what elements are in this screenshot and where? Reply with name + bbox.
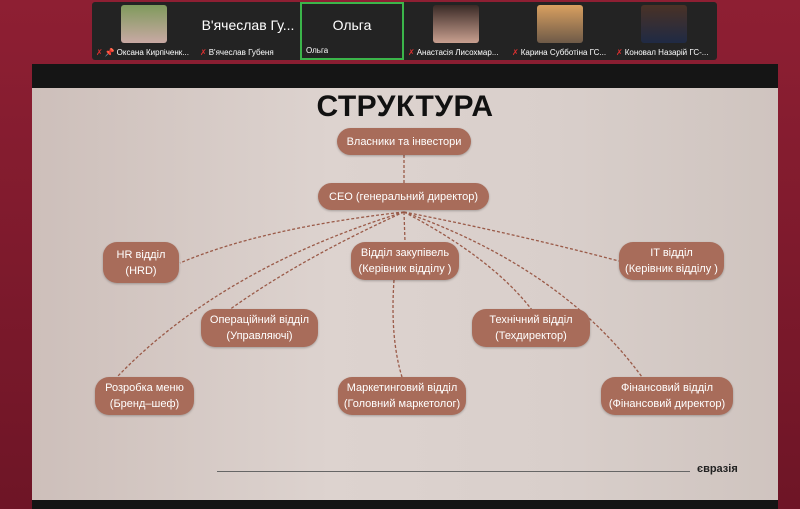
participant-tile[interactable]: ✗Анастасія Лисохмар... xyxy=(404,2,508,60)
node-label: CEO (генеральний директор) xyxy=(329,190,478,203)
pin-icon: 📌 xyxy=(104,48,115,57)
connector xyxy=(179,211,405,264)
participant-display-name: Ольга xyxy=(332,17,372,33)
node-label: Фінансовий відділ xyxy=(621,382,713,394)
node-purchasing: Відділ закупівель (Керівник відділу ) xyxy=(351,242,459,280)
node-label: Операційний відділ xyxy=(209,314,310,326)
mic-muted-icon: ✗ xyxy=(96,48,103,57)
node-hr: HR відділ (HRD) xyxy=(103,242,179,283)
connector xyxy=(392,279,403,378)
avatar xyxy=(433,5,479,43)
node-sublabel: (Фінансовий директор) xyxy=(608,398,726,410)
node-label: Відділ закупівель xyxy=(360,247,450,259)
node-owners: Власники та інвестори xyxy=(337,128,471,155)
avatar xyxy=(641,5,687,43)
participant-display-name: В'ячеслав Гу... xyxy=(201,17,295,33)
mic-muted-icon: ✗ xyxy=(616,48,623,57)
participant-name: Оксана Кирпіченк... xyxy=(116,48,189,57)
node-marketing: Маркетинговий відділ (Головний маркетолог… xyxy=(338,377,466,415)
node-label: Розробка меню xyxy=(105,382,184,394)
connector xyxy=(403,211,643,378)
participant-name: В'ячеслав Губеня xyxy=(208,48,274,57)
slide-bottom-band xyxy=(32,500,778,509)
slide-title: СТРУКТУРА xyxy=(316,90,494,123)
avatar xyxy=(537,5,583,43)
node-technical: Технічний відділ (Техдиректор) xyxy=(472,309,590,347)
node-it: IT відділ (Керівник відділу ) xyxy=(619,242,724,280)
footer-divider xyxy=(217,471,690,472)
connector xyxy=(228,211,405,311)
participant-name: Карина Субботіна ГС... xyxy=(520,48,607,57)
participant-name: Анастасія Лисохмар... xyxy=(416,48,499,57)
node-sublabel: (Техдиректор) xyxy=(495,330,567,342)
mic-muted-icon: ✗ xyxy=(408,48,415,57)
node-sublabel: (Керівник відділу ) xyxy=(358,263,452,275)
connector xyxy=(116,211,405,378)
node-label: HR відділ xyxy=(116,248,166,261)
node-finance: Фінансовий відділ (Фінансовий директор) xyxy=(601,377,733,415)
mic-muted-icon: ✗ xyxy=(512,48,519,57)
participants-strip: ✗📌Оксана Кирпіченк... В'ячеслав Гу... ✗В… xyxy=(92,2,717,60)
participant-tile[interactable]: ✗Карина Субботіна ГС... xyxy=(508,2,612,60)
node-operations: Операційний відділ (Управляючі) xyxy=(201,309,318,347)
participant-tile-active[interactable]: Ольга Ольга xyxy=(300,2,404,60)
node-label: Маркетинговий відділ xyxy=(346,382,458,394)
mic-muted-icon: ✗ xyxy=(200,48,207,57)
node-ceo: CEO (генеральний директор) xyxy=(318,183,489,210)
node-sublabel: (Головний маркетолог) xyxy=(343,398,461,410)
node-sublabel: (Керівник відділу ) xyxy=(625,263,718,275)
org-chart-connectors xyxy=(116,155,643,378)
avatar xyxy=(121,5,167,43)
shared-slide: СТРУКТУРА Власники та інвестори CEO (ген… xyxy=(32,88,778,500)
brand-label: євразія xyxy=(697,463,738,475)
node-sublabel: (HRD) xyxy=(125,264,157,277)
node-label: Технічний відділ xyxy=(489,314,573,326)
connector xyxy=(403,211,533,311)
connector xyxy=(403,211,406,243)
participant-tile[interactable]: ✗Коновал Назарій ГС-... xyxy=(612,2,716,60)
participant-name: Коновал Назарій ГС-... xyxy=(624,48,709,57)
participant-tile[interactable]: ✗📌Оксана Кирпіченк... xyxy=(92,2,196,60)
slide-top-band xyxy=(32,64,778,88)
node-sublabel: (Бренд–шеф) xyxy=(109,398,180,410)
participant-tile[interactable]: В'ячеслав Гу... ✗В'ячеслав Губеня xyxy=(196,2,300,60)
node-label: IT відділ xyxy=(650,247,693,259)
node-sublabel: (Управляючі) xyxy=(226,330,293,342)
node-menu: Розробка меню (Бренд–шеф) xyxy=(95,377,194,415)
participant-name: Ольга xyxy=(306,46,329,55)
node-label: Власники та інвестори xyxy=(346,135,462,148)
connector xyxy=(403,211,620,262)
